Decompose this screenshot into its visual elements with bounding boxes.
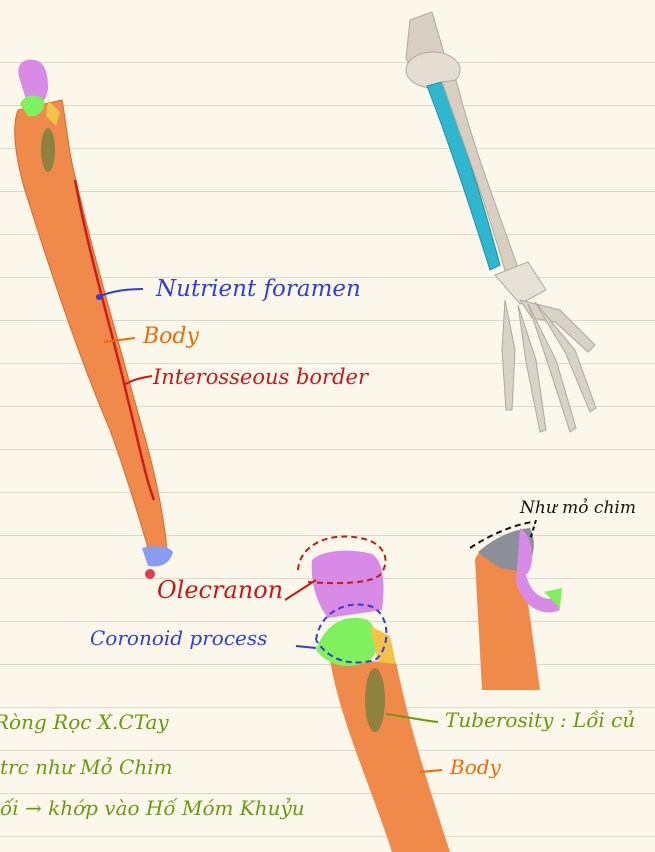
ulna-long-view xyxy=(15,60,173,579)
ulna-proximal-side-view xyxy=(470,520,562,690)
note-line-1: Ròng Rọc X.CTay xyxy=(0,710,169,734)
label-olecranon: Olecranon xyxy=(157,576,283,604)
note-line-2: trc như Mỏ Chim xyxy=(0,755,173,779)
label-body-bottom: Body xyxy=(450,755,501,779)
label-interosseous-border: Interosseous border xyxy=(153,365,368,389)
label-body-top: Body xyxy=(143,324,199,349)
label-coronoid-process: Coronoid process xyxy=(90,626,267,650)
forearm-hand-skeleton xyxy=(406,12,596,432)
note-line-3: ối → khớp vào Hố Móm Khuỷu xyxy=(0,796,305,820)
ulna-proximal-large-view xyxy=(285,536,450,852)
label-tuberosity: Tuberosity : Lồi củ xyxy=(445,708,635,732)
label-nutrient-foramen: Nutrient foramen xyxy=(156,276,361,302)
label-beak: Như mỏ chim xyxy=(520,498,636,518)
